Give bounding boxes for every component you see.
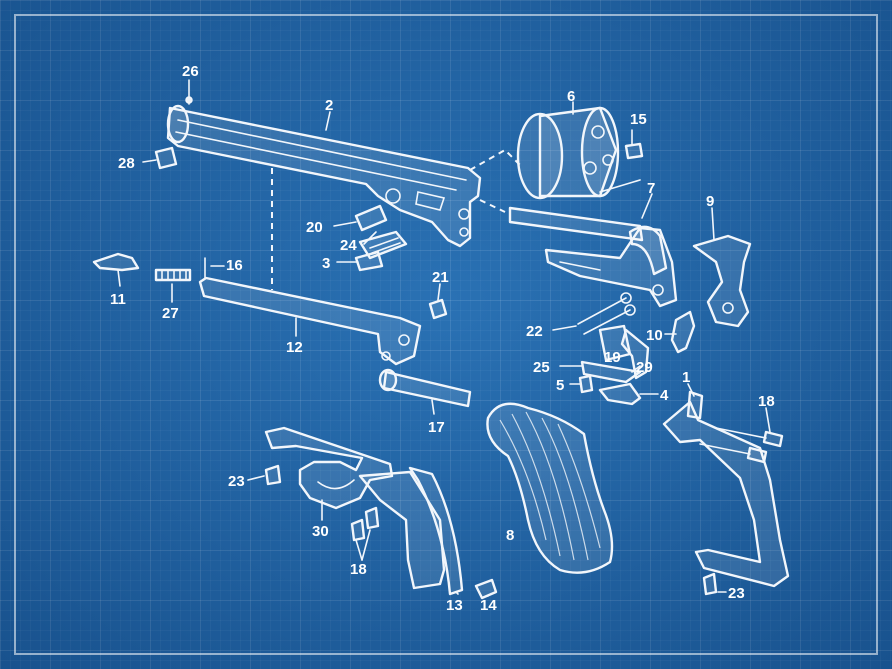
part-trigger-spring (598, 382, 642, 406)
label-part-24: 24 (340, 237, 357, 254)
part-cylinder (516, 106, 641, 200)
label-part-5: 5 (556, 377, 564, 394)
leader-lines (117, 101, 771, 597)
label-part-26: 26 (182, 63, 199, 80)
label-part-28: 28 (118, 155, 135, 172)
part-trigger (620, 328, 650, 380)
part-labels: 26 2 6 15 28 7 9 20 24 3 16 21 11 27 12 … (110, 63, 775, 614)
part-screw-23-left (264, 464, 282, 486)
label-part-25: 25 (533, 359, 550, 376)
part-wood-grip (486, 402, 614, 574)
label-part-3: 3 (322, 255, 330, 272)
label-part-23-right: 23 (728, 585, 745, 602)
part-screws-18-right (762, 430, 784, 448)
label-part-11: 11 (110, 291, 126, 308)
label-part-12: 12 (286, 339, 303, 356)
part-wedge (154, 146, 178, 170)
label-part-27: 27 (162, 305, 179, 322)
part-loading-lever (198, 276, 422, 366)
part-lever-screw (354, 188, 401, 232)
part-latch (92, 252, 140, 272)
part-nipple (624, 142, 644, 160)
part-plunger (378, 368, 472, 408)
label-part-13: 13 (446, 597, 463, 614)
part-screws-18-left (350, 518, 366, 542)
label-part-22: 22 (526, 323, 543, 340)
label-part-15: 15 (630, 111, 647, 128)
label-part-19: 19 (604, 349, 621, 366)
label-part-30: 30 (312, 523, 329, 540)
part-screw-21 (428, 298, 448, 320)
part-trigger-guard (264, 426, 446, 590)
label-part-20: 20 (306, 219, 323, 236)
label-part-1: 1 (682, 369, 690, 386)
part-screw-14 (474, 578, 498, 600)
label-part-4: 4 (660, 387, 669, 404)
label-part-8: 8 (506, 527, 514, 544)
label-part-21: 21 (432, 269, 449, 286)
part-screw-5 (578, 374, 594, 394)
label-part-17: 17 (428, 419, 445, 436)
part-hammer (692, 234, 752, 328)
label-part-7: 7 (647, 180, 655, 197)
label-part-23-left: 23 (228, 473, 245, 490)
part-frame (508, 206, 678, 308)
part-spring (154, 268, 192, 282)
label-part-2: 2 (325, 97, 333, 114)
part-barrel (166, 104, 482, 248)
label-part-16: 16 (226, 257, 243, 274)
part-hand (670, 310, 696, 354)
part-grip-strap (408, 466, 464, 596)
part-lever-latch (354, 230, 408, 272)
label-part-14: 14 (480, 597, 497, 614)
part-backstrap (662, 390, 790, 588)
part-sear-spring (580, 360, 642, 384)
blueprint-border (14, 14, 878, 655)
label-part-10: 10 (646, 327, 663, 344)
part-frame-screws (577, 292, 636, 335)
label-part-29: 29 (636, 359, 653, 376)
label-part-6: 6 (567, 88, 575, 105)
label-part-9: 9 (706, 193, 714, 210)
label-part-18-left: 18 (350, 561, 367, 578)
label-part-18-right: 18 (758, 393, 775, 410)
part-screw-23-right (702, 572, 718, 596)
